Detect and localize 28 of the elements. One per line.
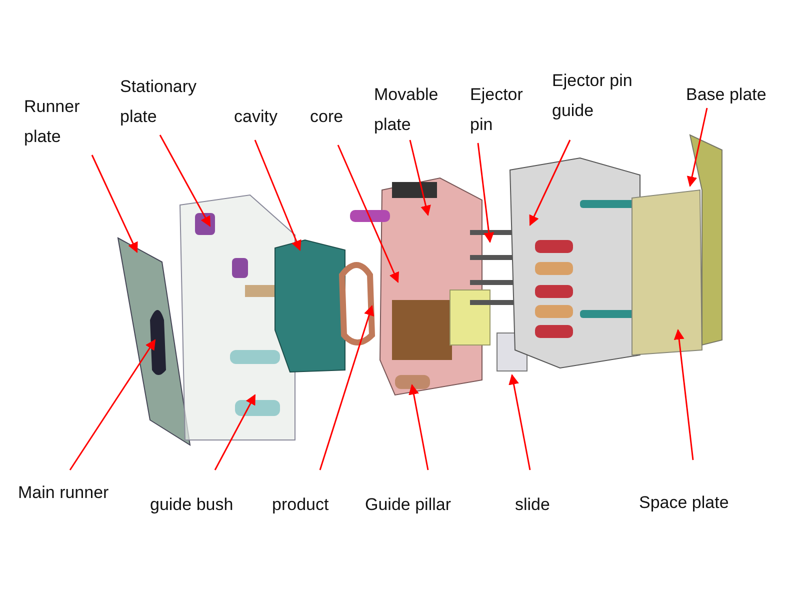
leader-line [409, 140, 431, 216]
part-label: guide bush [150, 490, 260, 520]
leader-line [408, 384, 429, 470]
leader-line [254, 140, 302, 251]
part-label: Base plate [686, 80, 786, 110]
part-label: slide [515, 490, 565, 520]
leader-line [319, 305, 374, 470]
leader-line [91, 154, 138, 253]
part-label: Stationary plate [120, 72, 220, 132]
part-label: Ejector pin guide [552, 66, 642, 126]
part-label: Ejector pin [470, 80, 540, 140]
leader-line [159, 134, 211, 227]
part-label: Movable plate [374, 80, 464, 140]
part-label: Main runner [18, 478, 138, 508]
leader-line [69, 339, 156, 470]
part-label: product [272, 490, 352, 520]
leader-line [529, 140, 571, 226]
leader-line [337, 144, 400, 283]
leader-line [686, 108, 708, 188]
leader-line [508, 374, 531, 470]
leader-line [477, 142, 494, 244]
part-label: cavity [234, 102, 294, 132]
leader-line [214, 394, 256, 470]
part-label: core [310, 102, 360, 132]
leader-line [674, 328, 694, 460]
part-label: Guide pillar [365, 490, 475, 520]
part-label: Runner plate [24, 92, 104, 152]
part-label: Space plate [639, 488, 749, 518]
